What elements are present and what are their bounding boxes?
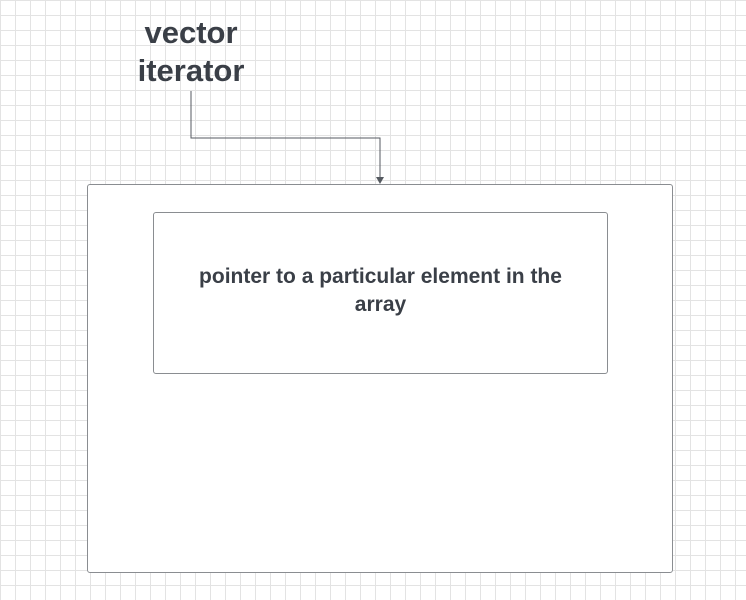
arrowhead-icon (376, 177, 384, 184)
element-pointer-box[interactable]: pointer to a particular element in the a… (153, 212, 608, 374)
connector-line (190, 91, 381, 178)
element-pointer-text: pointer to a particular element in the a… (199, 265, 562, 316)
title-line-1: vector (144, 15, 238, 50)
vector-iterator-label[interactable]: vector iterator (111, 14, 271, 90)
title-line-2: iterator (137, 53, 245, 88)
